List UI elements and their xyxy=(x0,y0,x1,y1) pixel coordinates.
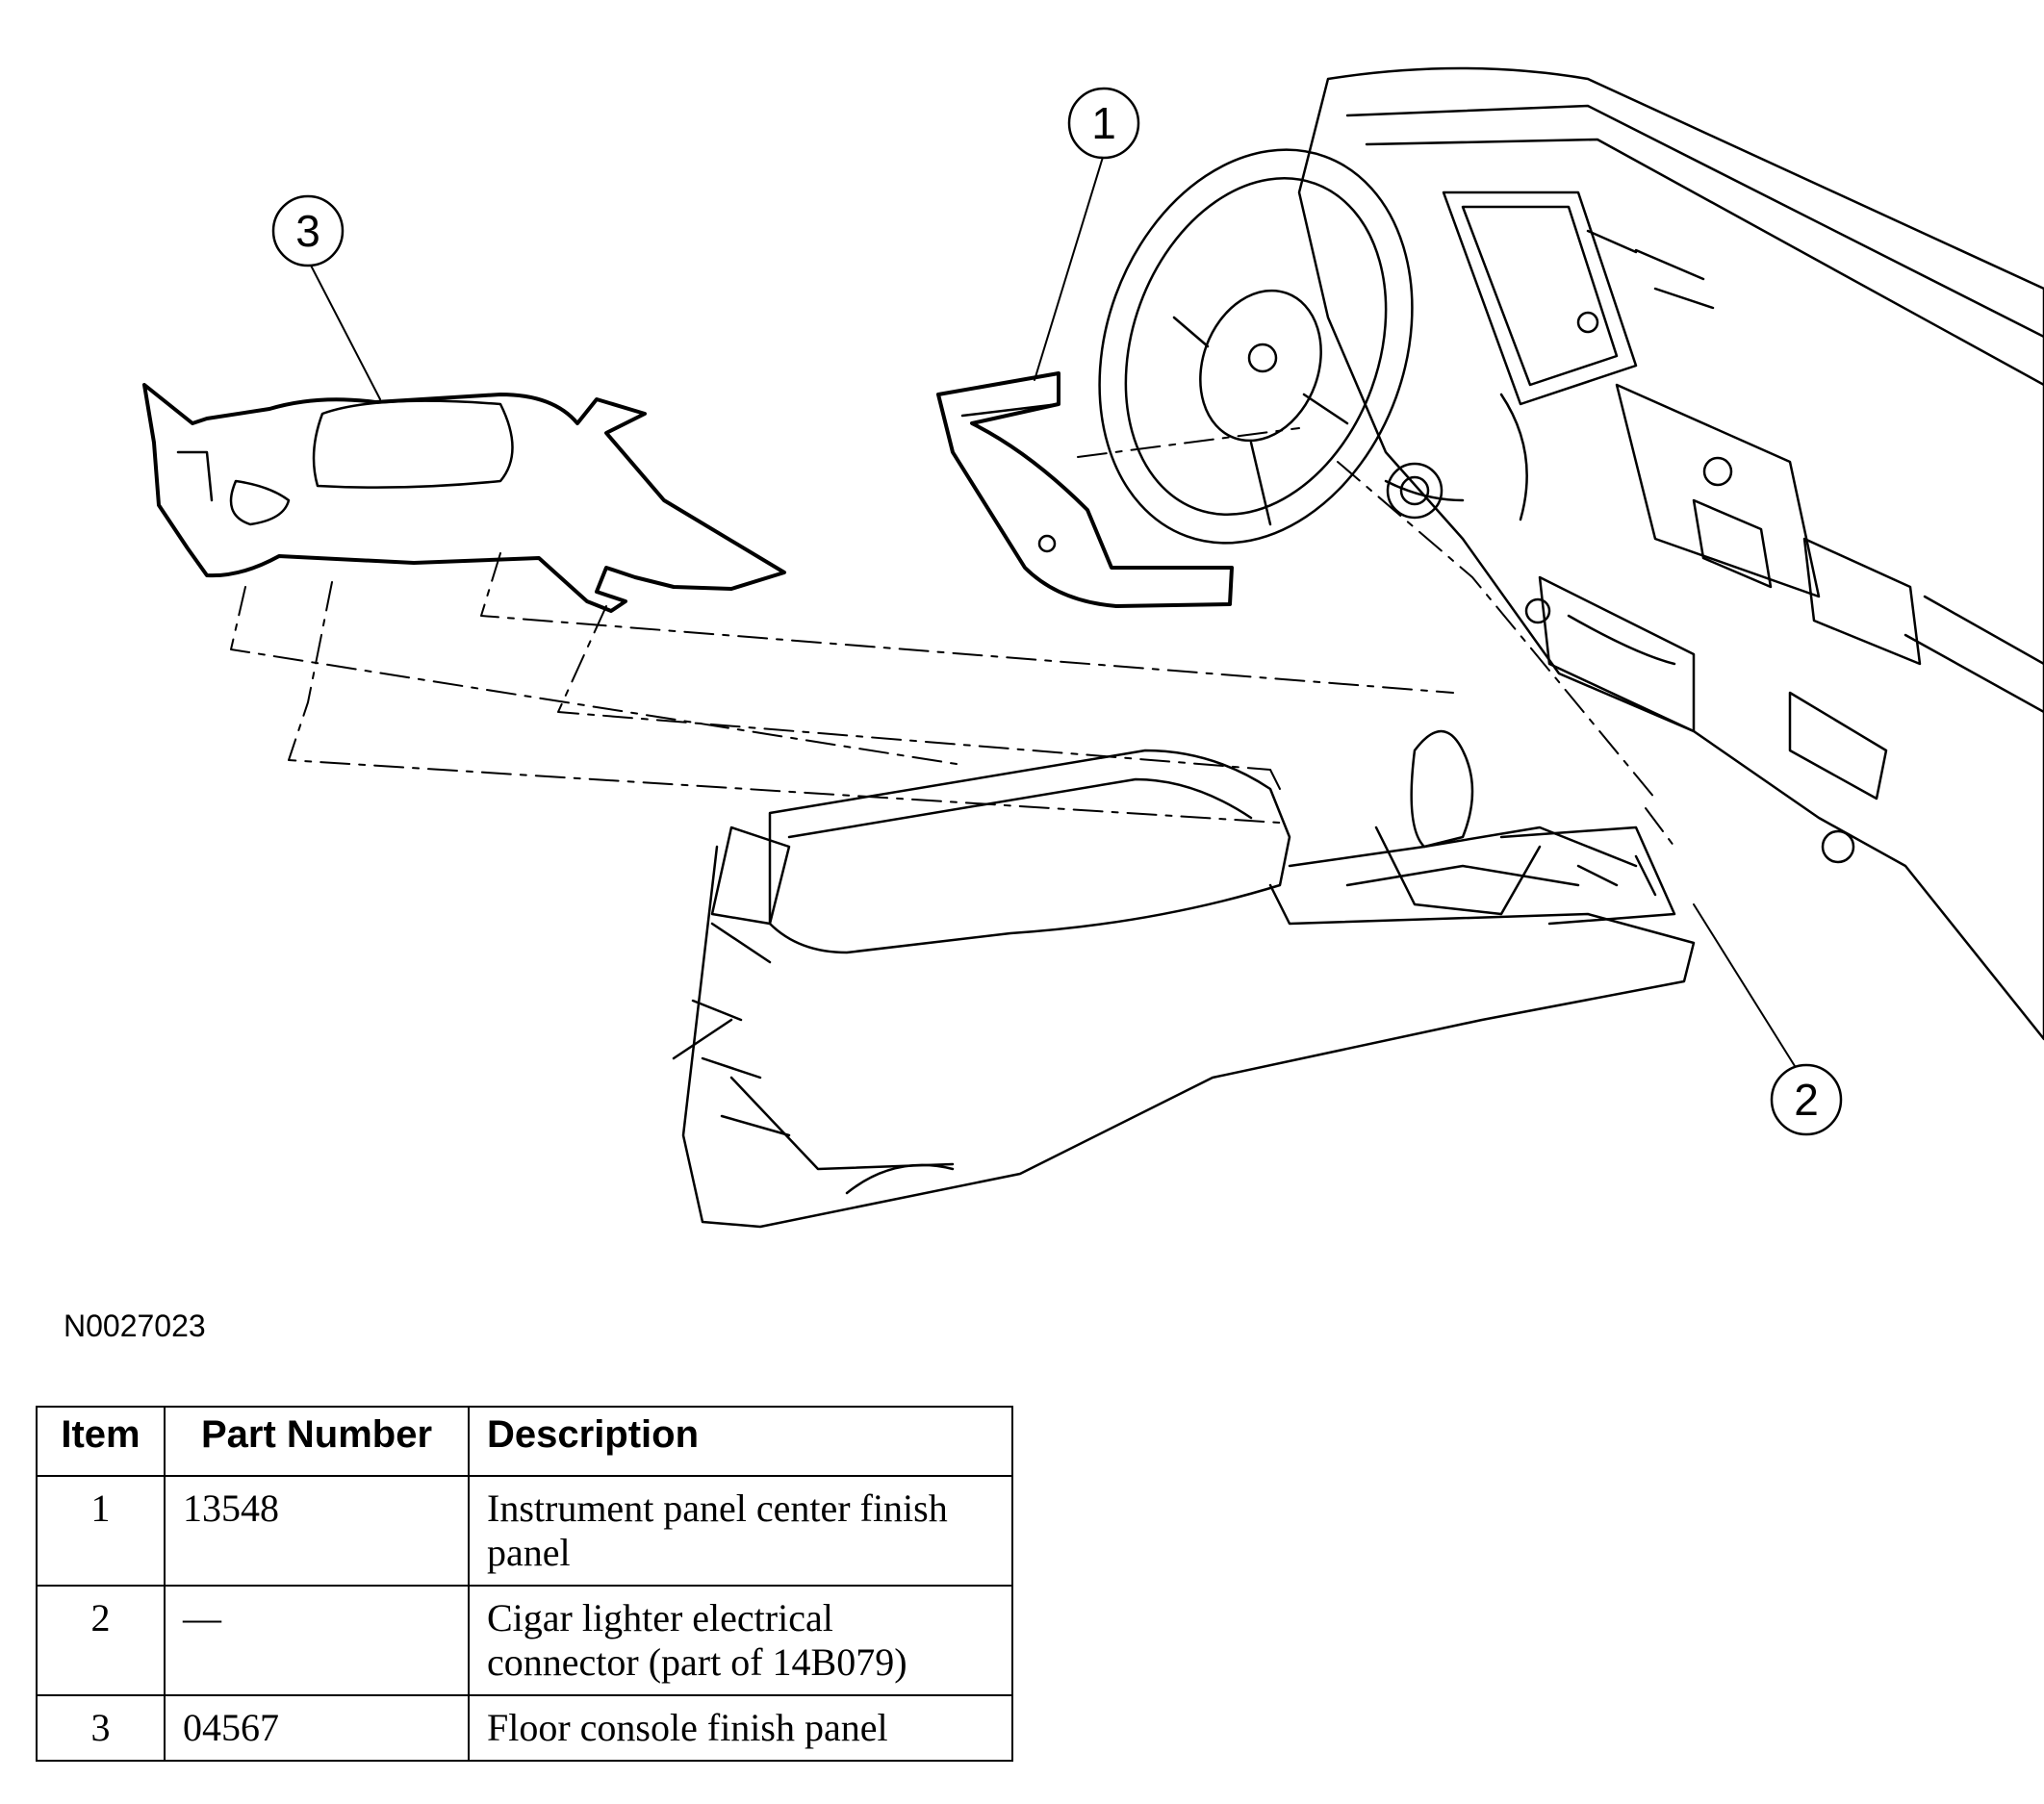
parts-table: Item Part Number Description 1 13548 Ins… xyxy=(36,1406,1013,1762)
header-item: Item xyxy=(36,1406,166,1477)
floor-console-finish-panel-drawing xyxy=(142,383,786,613)
table-row: 1 13548 Instrument panel center finish p… xyxy=(36,1475,1013,1587)
cell-description: Instrument panel center finish panel xyxy=(468,1475,1013,1587)
center-finish-panel-drawing xyxy=(936,371,1234,608)
callout-leaders xyxy=(307,153,1796,1067)
callout-1-label: 1 xyxy=(1091,98,1116,148)
cell-item: 2 xyxy=(36,1585,166,1696)
table-row: 2 — Cigar lighter electrical connector (… xyxy=(36,1585,1013,1696)
exploded-view-illustration: 1 2 3 xyxy=(142,66,2044,1229)
steering-wheel-drawing xyxy=(1098,148,1414,545)
assembly-lines xyxy=(230,427,1675,848)
cell-item: 1 xyxy=(36,1475,166,1587)
cell-description: Floor console finish panel xyxy=(468,1694,1013,1762)
instrument-panel-drawing xyxy=(1297,66,2044,1041)
callout-2: 2 xyxy=(1770,1063,1843,1136)
header-description: Description xyxy=(468,1406,1013,1477)
callout-2-label: 2 xyxy=(1794,1075,1819,1125)
figure-id: N0027023 xyxy=(64,1309,206,1343)
cell-item: 3 xyxy=(36,1694,166,1762)
table-header-row: Item Part Number Description xyxy=(36,1406,1013,1477)
cell-part-number: — xyxy=(164,1585,470,1696)
header-part-number: Part Number xyxy=(164,1406,470,1477)
floor-console-drawing xyxy=(672,729,1696,1229)
cell-part-number: 04567 xyxy=(164,1694,470,1762)
callout-1: 1 xyxy=(1067,87,1140,160)
cell-description: Cigar lighter electrical connector (part… xyxy=(468,1585,1013,1696)
callout-3: 3 xyxy=(271,194,345,267)
cell-part-number: 13548 xyxy=(164,1475,470,1587)
callout-3-label: 3 xyxy=(295,206,320,256)
table-row: 3 04567 Floor console finish panel xyxy=(36,1694,1013,1762)
